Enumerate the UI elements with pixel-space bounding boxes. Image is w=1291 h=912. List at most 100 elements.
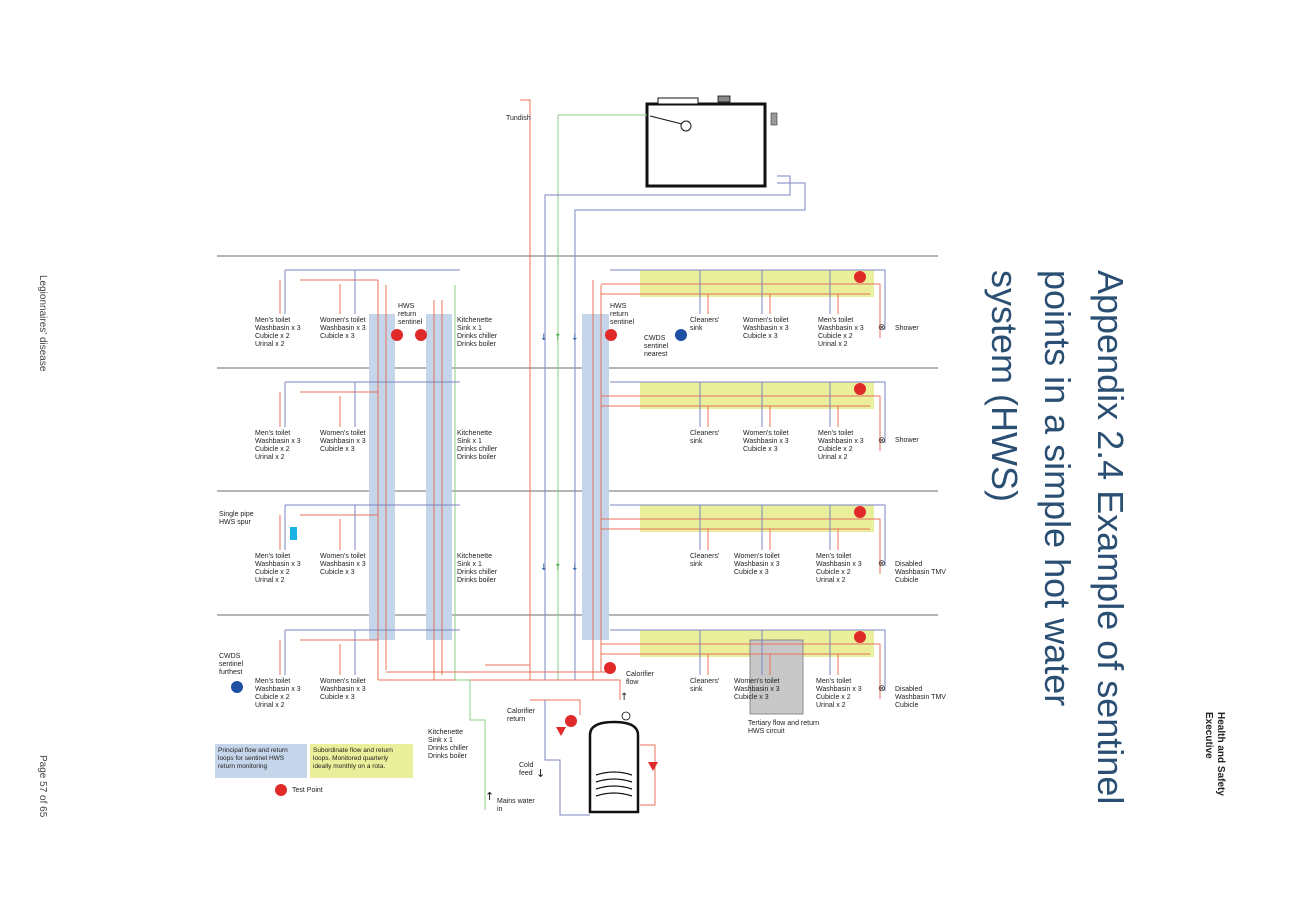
svg-text:Cleaners': Cleaners': [690, 317, 719, 324]
principal-loop-band: [582, 314, 609, 640]
svg-text:Kitchenette: Kitchenette: [428, 729, 463, 736]
svg-text:Women's toilet: Women's toilet: [320, 553, 366, 560]
svg-text:Women's toilet: Women's toilet: [743, 430, 789, 437]
test-point-marker: [391, 329, 403, 341]
floor-lines: [217, 255, 938, 616]
hws-return-sentinel-right: HWS return sentinel: [610, 303, 635, 326]
cleaners-sink-label: Cleaners'sink: [690, 553, 719, 568]
svg-text:Washbasin x 3: Washbasin x 3: [816, 686, 862, 693]
svg-text:return: return: [610, 311, 628, 318]
svg-text:Washbasin x 3: Washbasin x 3: [255, 686, 301, 693]
svg-text:Mains water: Mains water: [497, 798, 535, 805]
svg-text:Washbasin x 3: Washbasin x 3: [320, 325, 366, 332]
document-name: Legionnaires' disease: [37, 275, 48, 372]
down-arrow-icon: ↓: [571, 333, 579, 343]
svg-text:Cubicle x 3: Cubicle x 3: [743, 446, 778, 453]
svg-text:Kitchenette: Kitchenette: [457, 430, 492, 437]
svg-text:Sink x 1: Sink x 1: [457, 438, 482, 445]
test-point-marker: [854, 383, 866, 395]
test-points: [391, 271, 866, 727]
svg-text:Drinks chiller: Drinks chiller: [457, 333, 498, 340]
svg-text:Cubicle x 2: Cubicle x 2: [255, 446, 290, 453]
svg-text:Men's toilet: Men's toilet: [255, 430, 290, 437]
svg-text:sink: sink: [690, 325, 703, 332]
svg-text:Washbasin x 3: Washbasin x 3: [320, 438, 366, 445]
floor-branch-2: ⊗: [279, 381, 886, 451]
svg-text:Men's toilet: Men's toilet: [255, 553, 290, 560]
svg-text:Urinal x 2: Urinal x 2: [816, 577, 846, 584]
svg-text:HWS spur: HWS spur: [219, 519, 252, 526]
svg-text:Women's toilet: Women's toilet: [734, 678, 780, 685]
kitchen-ground-label: Kitchenette Sink x 1 Drinks chiller Drin…: [428, 729, 469, 760]
svg-text:system (HWS): system (HWS): [984, 270, 1025, 502]
svg-text:Women's toilet: Women's toilet: [320, 317, 366, 324]
down-arrow-icon: ↓: [571, 563, 579, 573]
svg-text:Health and Safety: Health and Safety: [1215, 712, 1226, 796]
svg-text:HWS: HWS: [610, 303, 627, 310]
svg-text:CWDS: CWDS: [219, 653, 241, 660]
svg-text:Cubicle x 3: Cubicle x 3: [734, 694, 769, 701]
page-title: Appendix 2.4 Example of sentinel points …: [984, 270, 1131, 804]
down-arrow-icon: ↓: [536, 767, 545, 780]
svg-text:Drinks boiler: Drinks boiler: [457, 454, 497, 461]
svg-text:sink: sink: [690, 438, 703, 445]
svg-text:Kitchenette: Kitchenette: [457, 317, 492, 324]
svg-text:points in a simple hot water: points in a simple hot water: [1037, 270, 1078, 706]
cwds-nearest-marker: [675, 329, 687, 341]
svg-text:Washbasin x 3: Washbasin x 3: [743, 325, 789, 332]
svg-text:HWS circuit: HWS circuit: [748, 728, 785, 735]
single-pipe-label: Single pipe HWS spur: [219, 511, 254, 526]
svg-text:Urinal x 2: Urinal x 2: [255, 702, 285, 709]
up-arrow-icon: ↑: [554, 333, 562, 343]
svg-text:Subordinate flow and return: Subordinate flow and return: [313, 747, 393, 754]
svg-text:Calorifier: Calorifier: [626, 671, 655, 678]
svg-text:Disabled: Disabled: [895, 561, 922, 568]
svg-text:Washbasin x 3: Washbasin x 3: [818, 325, 864, 332]
svg-text:Sink x 1: Sink x 1: [457, 561, 482, 568]
float-valve-icon: [680, 120, 692, 132]
tertiary-circuit-label: Tertiary flow and return HWS circuit: [748, 720, 819, 735]
svg-text:Executive: Executive: [1203, 712, 1214, 759]
svg-text:sentinel: sentinel: [644, 343, 669, 350]
svg-text:Washbasin TMV: Washbasin TMV: [895, 569, 946, 576]
svg-text:Washbasin TMV: Washbasin TMV: [895, 694, 946, 701]
heating-coil-icon: [595, 771, 633, 797]
svg-text:Urinal x 2: Urinal x 2: [816, 702, 846, 709]
svg-text:Cold: Cold: [519, 762, 534, 769]
shower-label: Shower: [895, 325, 919, 332]
svg-text:Washbasin x 3: Washbasin x 3: [255, 438, 301, 445]
svg-text:sentinel: sentinel: [610, 319, 635, 326]
test-point-marker: [565, 715, 577, 727]
test-point-marker: [415, 329, 427, 341]
svg-text:Men's toilet: Men's toilet: [818, 317, 853, 324]
principal-loop-band: [426, 314, 452, 640]
svg-text:loops. Monitored quarterly: loops. Monitored quarterly: [313, 755, 389, 762]
legend-test-point-marker: [275, 784, 287, 796]
legend: Principal flow and return loops for sent…: [215, 744, 413, 796]
svg-text:Cubicle x 2: Cubicle x 2: [255, 569, 290, 576]
valve-icon: ⊗: [878, 323, 886, 333]
calorifier-vessel: [588, 720, 640, 814]
cleaners-sink-label: Cleaners'sink: [690, 678, 719, 693]
svg-text:return: return: [398, 311, 416, 318]
svg-text:Urinal x 2: Urinal x 2: [818, 454, 848, 461]
disabled-label: Disabled Washbasin TMV Cubicle: [895, 686, 946, 709]
svg-text:Cubicle x 2: Cubicle x 2: [816, 569, 851, 576]
svg-text:Kitchenette: Kitchenette: [457, 553, 492, 560]
svg-text:sink: sink: [690, 686, 703, 693]
svg-text:in: in: [497, 806, 503, 813]
svg-text:Cubicle x 3: Cubicle x 3: [320, 333, 355, 340]
svg-text:Drinks boiler: Drinks boiler: [457, 577, 497, 584]
test-point-marker: [854, 271, 866, 283]
shower-label: Shower: [895, 437, 919, 444]
hws-return-sentinel-left: HWS return sentinel: [398, 303, 423, 326]
